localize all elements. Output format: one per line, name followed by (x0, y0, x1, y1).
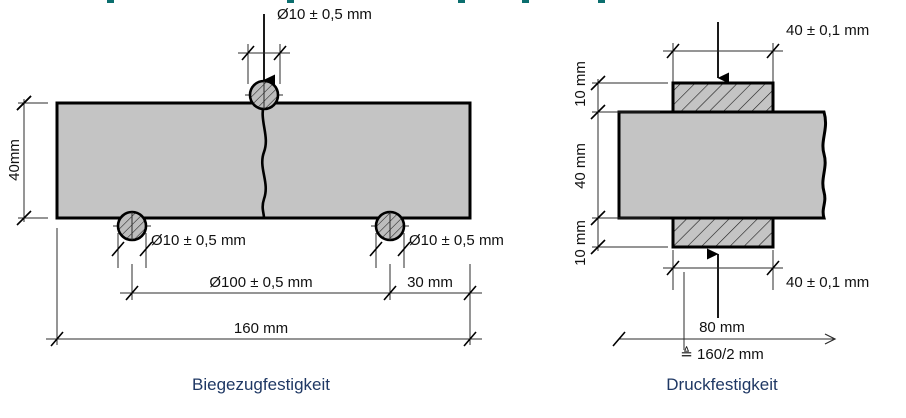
flexural-bottom-left-roller-label: Ø10 ± 0,5 mm (151, 232, 246, 249)
flexural-overhang-label: 30 mm (407, 274, 453, 291)
flexural-caption: Biegezugfestigkeit (192, 375, 330, 394)
compressive-bottom-platen (671, 216, 775, 249)
panel-compressive: 40 ± 0,1 mm 40 ± 0,1 mm (572, 22, 869, 394)
compressive-vertical-dim-chain (590, 75, 668, 255)
compressive-bottom-platen-width-label: 40 ± 0,1 mm (786, 274, 869, 291)
compressive-specimen-length-label: 80 mm (699, 319, 745, 336)
compressive-top-platen-thickness-label: 10 mm (572, 61, 589, 107)
compressive-top-platen (671, 81, 775, 114)
flexural-crack-line (261, 101, 268, 220)
flexural-top-roller-dim (238, 44, 290, 84)
compressive-top-platen-width-dim (663, 43, 783, 87)
compressive-caption: Druckfestigkeit (666, 375, 778, 394)
flexural-corner-tick (16, 95, 32, 111)
flexural-bottom-left-roller-dim (111, 233, 153, 268)
flexural-bottom-right-roller-label: Ø10 ± 0,5 mm (409, 232, 504, 249)
flexural-bottom-right-roller (371, 210, 409, 242)
cropped-heading-remnants (107, 0, 605, 3)
flexural-total-length-dim (46, 228, 482, 347)
compressive-top-platen-width-label: 40 ± 0,1 mm (786, 22, 869, 39)
compressive-specimen-height-label: 40 mm (572, 143, 589, 189)
panel-flexural: Ø10 ± 0,5 mm 40mm (6, 6, 504, 394)
compressive-specimen-length-equiv-label: ≜ 160/2 mm (680, 346, 763, 363)
flexural-bottom-left-roller (113, 210, 151, 242)
compressive-specimen-length-dim (612, 272, 837, 350)
flexural-top-roller (245, 79, 283, 111)
flexural-span-label: Ø100 ± 0,5 mm (209, 274, 312, 291)
flexural-total-length-label: 160 mm (234, 320, 288, 337)
compressive-specimen-body (617, 110, 828, 220)
compressive-bottom-platen-thickness-label: 10 mm (572, 220, 589, 266)
flexural-span-dim (120, 264, 482, 301)
flexural-height-label: 40mm (6, 139, 23, 181)
compressive-bottom-platen-width-dim (663, 250, 783, 290)
flexural-top-roller-label: Ø10 ± 0,5 mm (277, 6, 372, 23)
flexural-bottom-right-roller-dim (369, 233, 411, 268)
